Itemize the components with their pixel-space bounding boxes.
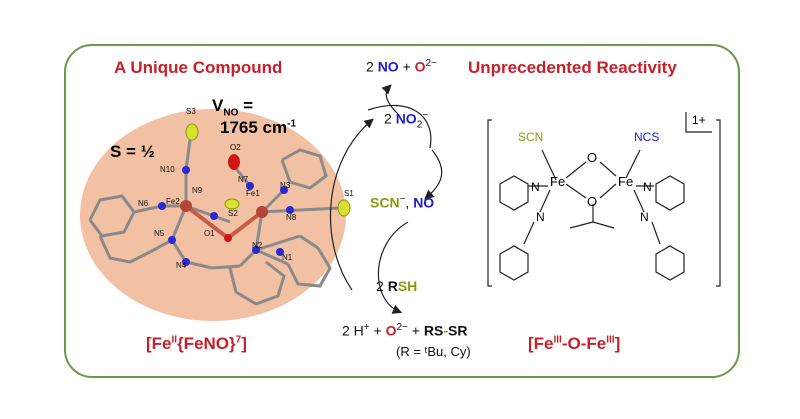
reaction-arrows [329, 84, 443, 314]
atom-labels: S3 O2 N10 N7 N9 Fe1 N3 S1 N6 Fe2 S2 N8 N… [138, 107, 354, 270]
bottom-products-plus2: + [407, 322, 424, 339]
intermediate-comma: , [405, 194, 414, 211]
left-formula-b-sup: 7 [235, 334, 242, 346]
atom-label-n7: N7 [238, 175, 249, 184]
right-formula-b-sup: III [606, 334, 615, 346]
atom-n-left-py-top: N [531, 180, 540, 194]
left-formula-a: [Fe [146, 334, 172, 353]
atom-n-left-amine: N [536, 210, 545, 224]
atom-label-s3: S3 [186, 107, 196, 116]
right-formula: [FeIII-O-FeIII] [528, 334, 620, 354]
atom-label-o2: O2 [230, 143, 241, 152]
vno-number: 1765 cm [220, 118, 288, 137]
atom-label-o1: O1 [204, 229, 215, 238]
left-formula-c: ] [241, 334, 247, 353]
intermediate-no: NO [413, 194, 435, 211]
nitrite-input: 2 NO2− [384, 110, 428, 130]
top-products-plus: + [398, 58, 415, 75]
thiol-sh: SH [397, 278, 418, 294]
atom-ncs: NCS [634, 130, 659, 144]
left-panel-title: A Unique Compound [114, 58, 283, 77]
top-products-coef: 2 [366, 58, 378, 75]
atom-label-s2: S2 [228, 209, 238, 218]
top-products-no: NO [377, 58, 399, 75]
atom-label-n5: N5 [154, 229, 165, 238]
bottom-products-plus1: + [369, 322, 386, 339]
left-formula: [FeII{FeNO}7] [146, 334, 247, 354]
nitrite-charge: − [422, 110, 429, 121]
top-products-o: O [414, 58, 426, 75]
nitrite-sub: 2 [416, 119, 423, 131]
atom-o-bottom: O [587, 194, 598, 209]
crystal-structure [88, 139, 341, 306]
vno-label: VNO = [212, 96, 253, 118]
thiol-r: R [387, 278, 398, 294]
atom-n-right-amine: N [640, 210, 649, 224]
charge-box [685, 112, 712, 133]
atom-n-right-py-top: N [643, 180, 652, 194]
atom-label-n1: N1 [282, 253, 293, 262]
thiol-coef: 2 [376, 278, 388, 294]
right-panel-title: Unprecedented Reactivity [468, 58, 677, 77]
left-formula-a-sup: II [171, 334, 178, 346]
bottom-products-o: O [385, 322, 397, 339]
vno-symbol: V [212, 96, 224, 115]
bottom-products-rs: RS [423, 322, 444, 339]
r-definition: (R = ᵗBu, Cy) [396, 344, 471, 359]
atom-scn-text: SCN [518, 130, 544, 144]
atom-o-top: O [587, 150, 598, 165]
right-formula-c: ] [614, 334, 621, 353]
atom-ncs-text: NCS [634, 130, 660, 144]
bottom-products-sr: SR [448, 322, 468, 339]
atom-fe-left: Fe [550, 174, 566, 189]
bracket-structure [487, 112, 721, 287]
nitrite-coef: 2 [384, 110, 396, 127]
atom-label-n6: N6 [138, 199, 149, 208]
right-formula-b: -O-Fe [561, 334, 607, 353]
arrow-cycle-left [329, 118, 374, 291]
arrow-cycle-right [424, 149, 443, 200]
thiol-input: 2 RSH [376, 278, 417, 294]
arrow-to-no [381, 84, 399, 115]
vno-subscript: NO [223, 107, 239, 119]
iron-core [184, 204, 264, 240]
vno-value: 1765 cm-1 [220, 118, 296, 138]
atom-label-n9: N9 [192, 186, 203, 195]
atom-label-s1: S1 [344, 189, 354, 198]
atom-label-n3: N3 [280, 181, 291, 190]
atom-label-fe1: Fe1 [246, 189, 260, 198]
atom-label-n10: N10 [160, 165, 175, 174]
atom-label-n2: N2 [252, 241, 263, 250]
intermediate-charge: − [399, 194, 406, 205]
intermediate-scn: SCN [370, 194, 400, 211]
spin-state: S = ½ [110, 142, 155, 161]
bottom-products: 2 H+ + O2− + RS-SR [342, 322, 467, 339]
atom-label-n8: N8 [286, 213, 297, 222]
atom-label-n4: N4 [176, 261, 187, 270]
right-formula-a-sup: III [553, 334, 562, 346]
bottom-products-h-charge: + [363, 322, 370, 333]
charge-label: 1+ [692, 113, 706, 127]
nitrite-species: NO [395, 110, 417, 127]
vno-exponent: -1 [287, 118, 297, 130]
arrow-nitrite-in [367, 105, 432, 149]
top-products-o-charge: 2− [425, 58, 437, 69]
intermediate: SCN−, NO [370, 194, 434, 211]
bottom-products-dash: - [443, 322, 448, 339]
atoms [158, 123, 351, 266]
bottom-products-h: 2 H [342, 322, 364, 339]
arrow-cycle-bottom [377, 221, 409, 314]
vno-equals: = [238, 96, 253, 115]
left-formula-b: {FeNO} [177, 334, 236, 353]
atom-scn: SCN [518, 130, 543, 144]
bottom-products-o-charge: 2− [396, 322, 408, 333]
right-formula-a: [Fe [528, 334, 554, 353]
atom-label-fe2: Fe2 [166, 197, 180, 206]
top-products: 2 NO + O2− [366, 58, 437, 75]
atom-fe-right: Fe [618, 174, 634, 189]
